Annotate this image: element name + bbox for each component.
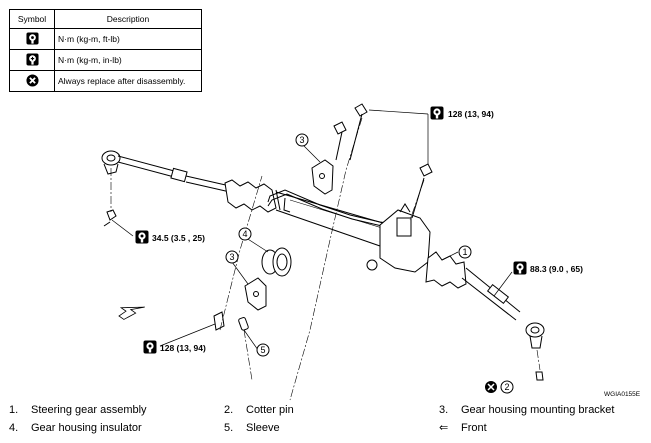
torque-spec-label: 128 (13, 94) [160,343,206,353]
parts-list-col-2: 2.Cotter pin 5.Sleeve [224,403,294,435]
torque-ft-lb-icon [25,31,39,45]
callout-3: 3 [229,252,234,262]
legend-row: Always replace after disassembly. [9,70,202,92]
list-item: 1.Steering gear assembly [9,404,147,416]
torque-spec-label: 88.3 (9.0 , 65) [530,264,583,274]
legend-row: N·m (kg-m, in-lb) [9,49,202,71]
list-item: 2.Cotter pin [224,404,294,416]
steering-gear-assembly-drawing [101,103,545,381]
callout-2: 2 [504,382,509,392]
figure-code: WGIA0155E [604,391,641,398]
assembly-center-lines [110,117,541,401]
torque-spec-label: 34.5 (3.5 , 25) [152,233,205,243]
list-item: 4.Gear housing insulator [9,422,142,434]
list-item: ⇐Front [439,422,487,434]
torque-in-lb-icon [25,52,39,66]
legend-row: N·m (kg-m, ft-lb) [9,28,202,50]
list-item: 5.Sleeve [224,422,280,434]
torque-icon [143,340,157,354]
torque-icon [430,106,444,120]
torque-spec-label: 128 (13, 94) [448,109,494,119]
torque-icon [513,261,527,275]
legend-description: Always replace after disassembly. [54,70,202,92]
callout-4: 4 [242,229,247,239]
always-replace-icon [25,73,39,87]
list-item: 3.Gear housing mounting bracket [439,404,615,416]
leader-lines [111,109,513,351]
callout-1: 1 [462,247,467,257]
torque-icon [135,230,149,244]
callout-3: 3 [299,135,304,145]
parts-list-col-1: 1.Steering gear assembly 4.Gear housing … [9,403,147,435]
legend-header-row: Symbol Description [9,9,202,29]
symbol-legend-table: Symbol Description N·m (kg-m, ft-lb) N·m… [9,9,202,92]
part-callouts: 1 3 4 3 5 2 [225,133,514,394]
front-arrow-icon [118,306,145,320]
parts-list-col-3: 3.Gear housing mounting bracket ⇐Front [439,403,614,435]
callout-5: 5 [260,345,265,355]
